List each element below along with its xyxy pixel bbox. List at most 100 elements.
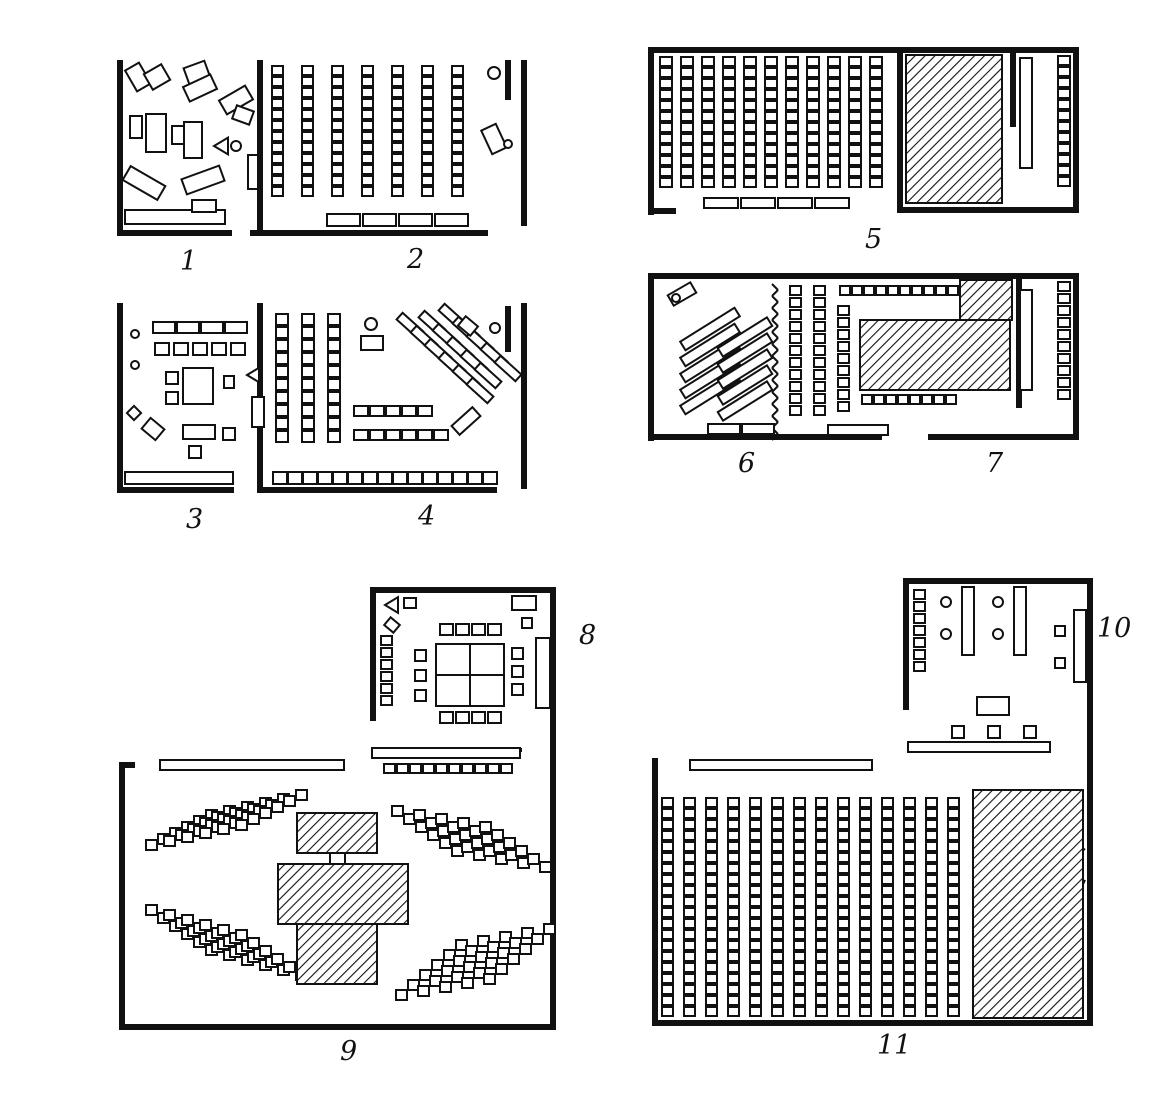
plan-8-stool <box>414 689 427 702</box>
plan-7-seat <box>945 394 957 405</box>
plan-9-right-upper-seat <box>479 821 492 833</box>
plan-9-left-lower-seat <box>271 953 284 965</box>
plan-11-seat <box>903 874 916 885</box>
plan-4-seat <box>301 417 315 430</box>
wall-plan-3-bottom <box>117 487 234 493</box>
plan-2-seat <box>451 87 464 98</box>
plan-5-seat <box>848 133 862 144</box>
plan-2-seat <box>331 164 344 175</box>
plan-7-seat <box>837 377 850 388</box>
plan-5-seat <box>701 89 715 100</box>
plan-11-seat <box>749 808 762 819</box>
plan-5-seat <box>722 166 736 177</box>
plan-5-seat <box>806 133 820 144</box>
wall-plan-1-bottom <box>117 230 232 236</box>
plan-2-seat <box>421 109 434 120</box>
wall-plan-10-left <box>903 578 909 710</box>
plan-2-stool <box>503 139 513 149</box>
plan-11-seat <box>903 962 916 973</box>
plan-11-seat <box>727 841 740 852</box>
plan-9-right-lower-seat <box>461 977 474 989</box>
plan-4-seat <box>369 405 385 417</box>
plan-2-seat <box>271 186 284 197</box>
plan-11-seat <box>771 863 784 874</box>
plan-3-bench <box>152 321 176 334</box>
plan-6-slanted-row <box>716 380 774 422</box>
plan-2-seat <box>391 142 404 153</box>
plan-11-seat <box>837 841 850 852</box>
plan-11-seat <box>793 852 806 863</box>
plan-9-left-upper-seat <box>199 827 212 839</box>
plan-2-seat <box>301 87 314 98</box>
plan-6-zigzag-partition <box>771 367 779 375</box>
plan-1-board <box>247 154 259 190</box>
plan-7-seat <box>789 381 802 392</box>
plan-11-seat <box>661 819 674 830</box>
plan-4-lab-bench <box>272 471 288 485</box>
plan-11-seat <box>947 808 960 819</box>
plan-11-seat <box>683 929 696 940</box>
plan-10-seat <box>913 649 926 660</box>
plan-11-seat <box>859 995 872 1006</box>
plan-5-seat <box>701 144 715 155</box>
plan-9-left-upper-seat <box>163 835 176 847</box>
plan-5-seat <box>806 111 820 122</box>
plan-11-seat <box>705 907 718 918</box>
plan-11-seat <box>881 819 894 830</box>
plan-5-seat <box>659 122 673 133</box>
plan-2-seat <box>391 153 404 164</box>
plan-4-seat <box>327 430 341 443</box>
plan-4-table <box>450 405 482 437</box>
plan-6-zigzag-partition <box>771 373 779 381</box>
plan-3-stool <box>173 342 189 356</box>
plan-4-seat <box>301 365 315 378</box>
plan-9-left-upper-seat <box>235 819 248 831</box>
plan-4-slanted-seat <box>465 376 495 405</box>
plan-4-lab-bench <box>422 471 438 485</box>
plan-5-seat <box>680 122 694 133</box>
wall-plan-8-top <box>370 587 556 593</box>
plan-11-seat <box>925 907 938 918</box>
plan-11-seat <box>815 973 828 984</box>
plan-11-seat <box>661 973 674 984</box>
plan-4-stool <box>489 322 501 334</box>
plan-4-lab-bench <box>332 471 348 485</box>
plan-9-seat <box>396 763 409 774</box>
plan-11-seat <box>749 907 762 918</box>
plan-2-seat <box>301 131 314 142</box>
plan-11-seat <box>881 852 894 863</box>
plan-5-seat <box>680 67 694 78</box>
plan-2-seat <box>451 76 464 87</box>
plan-2-seat <box>451 65 464 76</box>
plan-11-seat <box>859 874 872 885</box>
plan-5-seat <box>680 133 694 144</box>
plan-7-seat <box>813 321 826 332</box>
plan-11-seat <box>837 830 850 841</box>
plan-5-bench <box>740 197 776 209</box>
plan-11-seat <box>815 951 828 962</box>
plan-11-seat <box>947 907 960 918</box>
plan-11-seat <box>837 918 850 929</box>
plan-1-table <box>121 164 167 202</box>
plan-11-seat <box>837 940 850 951</box>
plan-11-seat <box>815 852 828 863</box>
plan-11-seat <box>727 852 740 863</box>
plan-2-seat <box>301 65 314 76</box>
plan-2-seat <box>361 120 374 131</box>
plan-11-seat <box>705 852 718 863</box>
plan-10-seat <box>913 625 926 636</box>
plan-5-seat <box>827 177 841 188</box>
plan-8-9-partition-bench <box>371 747 521 759</box>
plan-10-stool <box>940 628 952 640</box>
plan-7-seat <box>1057 305 1071 316</box>
plan-9-left-lower-seat <box>235 929 248 941</box>
plan-11-seat <box>815 1006 828 1017</box>
plan-8-stool <box>511 647 524 660</box>
plan-5-seat <box>827 166 841 177</box>
plan-4-seat <box>417 429 433 441</box>
plan-11-seat <box>771 841 784 852</box>
plan-11-seat <box>793 907 806 918</box>
plan-5-seat <box>680 78 694 89</box>
plan-3-counter <box>124 471 234 485</box>
plan-11-seat <box>947 841 960 852</box>
